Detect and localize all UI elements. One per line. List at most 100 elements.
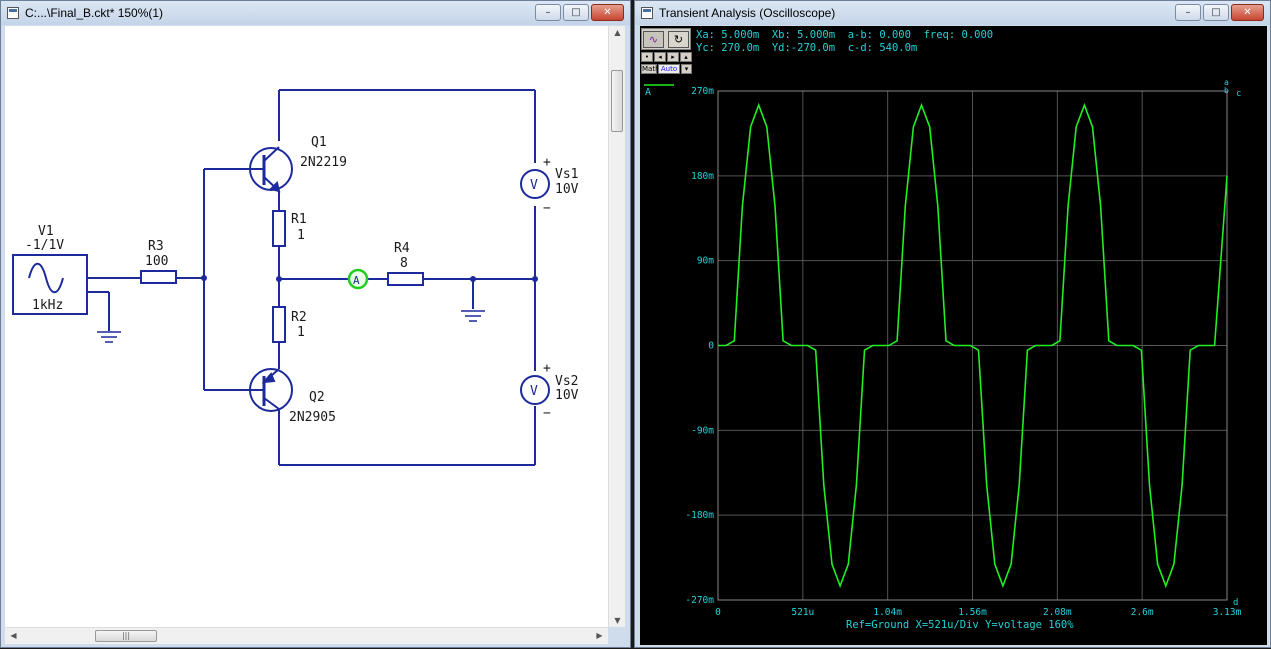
minimize-button[interactable]: – [1175,4,1201,21]
cursor-a-label: a [1224,78,1229,87]
y-tick-label: 90m [697,256,714,267]
r3-value: 100 [145,254,168,269]
vs1-voltmeter [520,169,550,199]
scroll-right-icon[interactable]: ▶ [596,631,603,640]
vertical-scrollbar[interactable]: ▲ ▼ [608,26,625,627]
vs1-value: 10V [555,182,579,197]
r1-name: R1 [291,212,307,227]
oscilloscope-window-icon [641,7,653,19]
x-tick-label: 2.08m [1043,607,1072,618]
cursor-d-label: d [1233,598,1238,608]
x-tick-label: 1.04m [873,607,902,618]
vs1-minus: − [543,201,551,216]
y-tick-label: -90m [691,425,714,436]
auto-button[interactable]: Auto [658,64,680,74]
oscilloscope-window: Transient Analysis (Oscilloscope) – □ ✕ … [634,0,1271,648]
schematic-canvas[interactable]: A V1 -1/1V 1kHz R3 100 Q1 2N2219 R1 1 R2… [5,26,608,627]
vs1-symbol: V [530,178,538,193]
oscilloscope-window-title: Transient Analysis (Oscilloscope) [659,6,836,20]
r1-resistor [272,210,286,247]
y-tick-label: -270m [685,595,714,606]
scope-toolbar: ∿ ↻ [641,28,691,50]
horizontal-scrollbar[interactable]: ◀ ||| ▶ [5,627,608,644]
vs2-minus: − [543,406,551,421]
v1-freq: 1kHz [32,298,63,313]
close-button[interactable]: ✕ [1231,4,1264,21]
r4-value: 8 [400,256,408,271]
y-tick-label: 180m [691,171,714,182]
math-button[interactable]: Math [641,64,660,74]
x-tick-label: 521u [791,607,814,618]
ground-symbol-1 [97,331,121,343]
horizontal-scroll-thumb[interactable]: ||| [95,630,157,642]
vs1-name: Vs1 [555,167,578,182]
x-tick-label: 0 [715,607,721,618]
v1-name: V1 [38,224,54,239]
minimize-button[interactable]: – [535,4,561,21]
r3-name: R3 [148,239,164,254]
scroll-down-icon[interactable]: ▼ [614,616,621,625]
scope-dropdown-icon[interactable]: ▾ [681,64,692,74]
circuit-window: C:...\Final_B.ckt* 150%(1) – □ ✕ [0,0,631,648]
oscilloscope-display[interactable]: ∿ ↻ • ◂ ▸ ▴ Math Auto ▾ Xa: 5.000m Xb: 5… [640,26,1267,645]
v1-source-box [12,254,88,315]
close-button[interactable]: ✕ [591,4,624,21]
vs2-voltmeter [520,375,550,405]
r4-resistor [387,272,424,286]
maximize-button[interactable]: □ [563,4,589,21]
scope-ctrl-2-icon[interactable]: ◂ [654,52,666,62]
circuit-file-icon [7,7,19,19]
scope-ctrl-3-icon[interactable]: ▸ [667,52,679,62]
y-tick-labels: 270m 180m 90m 0 -90m -180m -270m [685,86,714,606]
waveform-icon[interactable]: ∿ [643,31,664,48]
q2-transistor [249,368,293,412]
y-tick-label: 270m [691,86,714,97]
readout-line-2: Yc: 270.0m Yd:-270.0m c-d: 540.0m [696,42,918,54]
x-tick-labels: 0 521u 1.04m 1.56m 2.08m 2.6m 3.13m [715,607,1241,618]
sine-wave-icon [28,262,64,294]
r4-name: R4 [394,241,410,256]
probe-a-label: A [353,274,360,287]
r2-name: R2 [291,310,307,325]
circuit-titlebar[interactable]: C:...\Final_B.ckt* 150%(1) – □ ✕ [1,1,630,25]
scope-ctrl-4-icon[interactable]: ▴ [680,52,692,62]
vs2-symbol: V [530,384,538,399]
scope-footer: Ref=Ground X=521u/Div Y=voltage 160% [846,619,1074,631]
r1-value: 1 [297,228,305,243]
q2-model: 2N2905 [289,410,336,425]
y-tick-label: 0 [708,341,714,352]
ground-symbol-2 [461,310,485,322]
vs2-plus: + [543,361,551,376]
r2-resistor [272,306,286,343]
oscilloscope-titlebar[interactable]: Transient Analysis (Oscilloscope) – □ ✕ [635,1,1270,25]
junctions [201,275,538,282]
r3-resistor [140,270,177,284]
oscilloscope-plot: 270m 180m 90m 0 -90m -180m -270m 0 521u 1.04m 1.5… [644,78,1242,631]
r2-value: 1 [297,325,305,340]
vs2-value: 10V [555,388,579,403]
vertical-scroll-thumb[interactable] [611,70,623,132]
vs1-plus: + [543,155,551,170]
cursor-c-label: c [1236,89,1241,99]
q2-name: Q2 [309,390,325,405]
y-tick-label: -180m [685,510,714,521]
v1-value: -1/1V [25,238,64,253]
scroll-left-icon[interactable]: ◀ [10,631,17,640]
maximize-button[interactable]: □ [1203,4,1229,21]
cursor-b-label: b [1224,86,1229,95]
trace-a-legend-label: A [645,87,651,98]
circuit-window-title: C:...\Final_B.ckt* 150%(1) [25,6,164,20]
schematic-svg: A V1 -1/1V 1kHz R3 100 Q1 2N2219 R1 1 R2… [12,89,579,466]
x-tick-label: 1.56m [958,607,987,618]
readout-line-1: Xa: 5.000m Xb: 5.000m a-b: 0.000 freq: 0… [696,29,994,41]
vs2-name: Vs2 [555,374,578,389]
cursor-readout: Xa: 5.000m Xb: 5.000m a-b: 0.000 freq: 0… [696,29,993,55]
refresh-icon[interactable]: ↻ [668,31,689,48]
x-tick-label: 2.6m [1131,607,1154,618]
probe-a-marker [347,268,369,290]
x-tick-label: 3.13m [1213,607,1242,618]
q1-model: 2N2219 [300,155,347,170]
q1-name: Q1 [311,135,327,150]
scope-ctrl-1-icon[interactable]: • [641,52,653,62]
scroll-up-icon[interactable]: ▲ [614,28,621,37]
